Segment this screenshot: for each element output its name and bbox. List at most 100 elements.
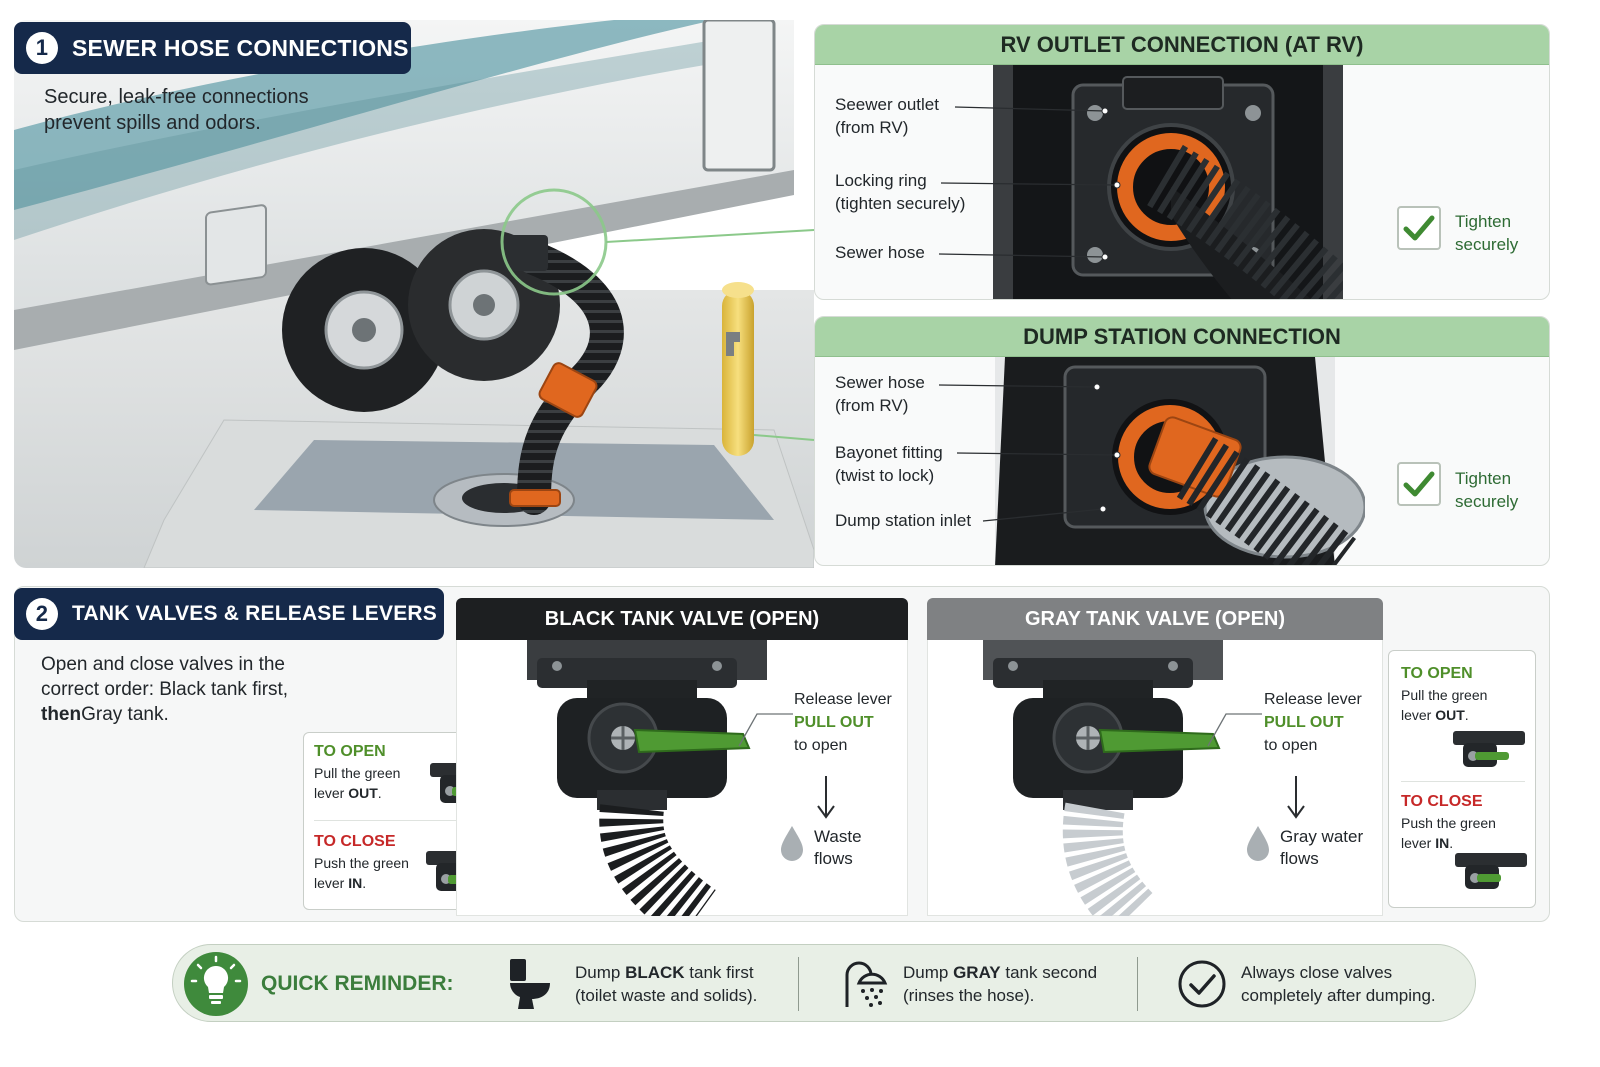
section1-intro-line2: prevent spills and odors.: [44, 112, 261, 134]
water-drop-icon: [1247, 826, 1269, 861]
gray-flow-line2: flows: [1280, 849, 1319, 868]
howto-box-right: TO OPEN Pull the green lever OUT. TO CLO…: [1388, 650, 1536, 908]
black-lever-leader: [738, 713, 793, 747]
down-arrow-icon: [817, 776, 835, 819]
black-flow-line1: Waste: [814, 827, 862, 846]
rv-label-outlet-line2: (from RV): [835, 118, 909, 137]
howto-right-open-post: .: [1464, 707, 1469, 723]
section1-title: SEWER HOSE CONNECTIONS: [72, 34, 409, 61]
rv-label-outlet-line1: Seewer outlet: [835, 95, 939, 114]
reminder-item2-line2: (rinses the hose).: [903, 986, 1035, 1005]
rv-label-sewer-hose: Sewer hose: [835, 243, 925, 262]
section2-title: TANK VALVES & RELEASE LEVERS: [72, 602, 437, 625]
ds-label-bayonet-line1: Bayonet fitting: [835, 443, 943, 462]
lightbulb-icon: [184, 952, 248, 1016]
howto-right-close-bold: IN: [1435, 835, 1450, 851]
black-lever-line1: Release lever: [794, 691, 892, 708]
howto-right-open-line2: lever OUT.: [1401, 705, 1487, 725]
section1-intro: Secure, leak-free connections prevent sp…: [44, 84, 309, 136]
reminder-item1-pre: Dump: [575, 963, 626, 982]
reminder-item3: Always close valves completely after dum…: [1241, 961, 1436, 1007]
howto-left-close-title: TO CLOSE: [314, 833, 396, 850]
reminder-item2-pre: Dump: [903, 963, 954, 982]
black-valve-illustration: [527, 640, 767, 916]
howto-right-close-line2: lever IN.: [1401, 833, 1496, 853]
dump-station-panel: DUMP STATION CONNECTION Sewer hose (from…: [814, 316, 1550, 566]
down-arrow-icon: [1287, 776, 1305, 819]
toilet-icon: [510, 959, 550, 1009]
black-valve-title: BLACK TANK VALVE (OPEN): [456, 598, 908, 640]
reminder-label: QUICK REMINDER:: [261, 972, 454, 995]
reminder-item2-bold: GRAY: [953, 963, 1001, 982]
section2-title-badge: 2 TANK VALVES & RELEASE LEVERS: [14, 588, 444, 640]
howto-left-open-line2: lever OUT.: [314, 783, 400, 803]
rv-label-outlet: Seewer outlet (from RV): [835, 93, 939, 139]
ds-label-hose-line1: Sewer hose: [835, 373, 925, 392]
black-valve-card: Release lever PULL OUT to open Waste flo…: [456, 640, 908, 916]
howto-right-open-line1: Pull the green: [1401, 687, 1488, 703]
howto-right-open-bold: OUT: [1435, 707, 1465, 723]
rv-tighten-checkbox: [1397, 206, 1441, 250]
gray-flow-label: Gray water flows: [1280, 826, 1363, 870]
rv-label-ring-line1: Locking ring: [835, 171, 927, 190]
howto-left-close-line1: Push the green: [314, 855, 409, 871]
gray-lever-line1: Release lever: [1264, 691, 1362, 708]
black-lever-pull-out: PULL OUT: [794, 714, 874, 731]
ds-label-bayonet: Bayonet fitting (twist to lock): [835, 441, 943, 487]
howto-left-open-title: TO OPEN: [314, 743, 386, 760]
reminder-divider-1: [798, 957, 799, 1011]
section2-intro: Open and close valves in the correct ord…: [41, 652, 288, 727]
dump-station-title: DUMP STATION CONNECTION: [815, 317, 1549, 357]
checkmark-icon: [1403, 215, 1435, 241]
black-lever-label: Release lever PULL OUT to open: [794, 688, 892, 757]
howto-left-close-pre: lever: [314, 875, 349, 891]
howto-right-close-pre: lever: [1401, 835, 1436, 851]
rv-leader-lines: [938, 106, 1121, 261]
ds-label-inlet: Dump station inlet: [835, 511, 972, 530]
rv-outlet-title: RV OUTLET CONNECTION (AT RV): [815, 25, 1549, 65]
howto-right-close-text: Push the green lever IN.: [1401, 813, 1496, 853]
gray-valve-title: GRAY TANK VALVE (OPEN): [927, 598, 1383, 640]
ds-leader-lines: [938, 383, 1121, 522]
howto-left-open-text: Pull the green lever OUT.: [314, 763, 400, 803]
howto-left-open-post: .: [377, 785, 382, 801]
howto-left-open-pre: lever: [314, 785, 349, 801]
howto-left-open-bold: OUT: [348, 785, 378, 801]
section1-number: 1: [26, 32, 58, 64]
black-lever-line3: to open: [794, 737, 848, 754]
check-circle-icon: [1178, 960, 1226, 1008]
reminder-item1: Dump BLACK tank first (toilet waste and …: [575, 961, 757, 1007]
section2-intro-line3: thenGray tank.: [41, 702, 288, 727]
gray-valve-illustration: [983, 640, 1223, 916]
howto-left-close-post: .: [362, 875, 367, 891]
howto-right-open-title: TO OPEN: [1401, 665, 1473, 682]
gray-lever-pull-out: PULL OUT: [1264, 714, 1344, 731]
lever-open-icon: [1453, 731, 1525, 767]
ds-tighten-label: Tighten securely: [1455, 467, 1518, 513]
ds-label-hose-line2: (from RV): [835, 396, 909, 415]
black-flow-label: Waste flows: [814, 826, 862, 870]
howto-right-divider: [1401, 781, 1525, 782]
gray-valve-card: Release lever PULL OUT to open Gray wate…: [927, 640, 1383, 916]
reminder-item3-line2: completely after dumping.: [1241, 986, 1436, 1005]
reminder-item1-line2: (toilet waste and solids).: [575, 986, 758, 1005]
section2-intro-line1: Open and close valves in the: [41, 654, 285, 675]
reminder-item1-bold: BLACK: [625, 963, 685, 982]
reminder-divider-2: [1137, 957, 1138, 1011]
reminder-item1-post: tank first: [684, 963, 754, 982]
rv-tighten-label: Tighten securely: [1455, 210, 1518, 256]
ds-tighten-line1: Tighten: [1455, 469, 1512, 488]
howto-left-close-bold: IN: [348, 875, 363, 891]
reminder-item1-line1: Dump BLACK tank first: [575, 961, 757, 984]
rv-scene-illustration: [14, 20, 814, 568]
ds-tighten-checkbox: [1397, 462, 1441, 506]
ds-label-bayonet-line2: (twist to lock): [835, 466, 935, 485]
howto-right-close-line1: Push the green: [1401, 815, 1496, 831]
reminder-item2-line1: Dump GRAY tank second: [903, 961, 1097, 984]
ds-tighten-line2: securely: [1455, 492, 1519, 511]
howto-left-divider: [314, 820, 512, 821]
water-drop-icon: [781, 826, 803, 861]
lever-close-icon: [1455, 853, 1527, 889]
ds-label-hose: Sewer hose (from RV): [835, 371, 925, 417]
section2-intro-gray: Gray tank.: [81, 704, 169, 725]
